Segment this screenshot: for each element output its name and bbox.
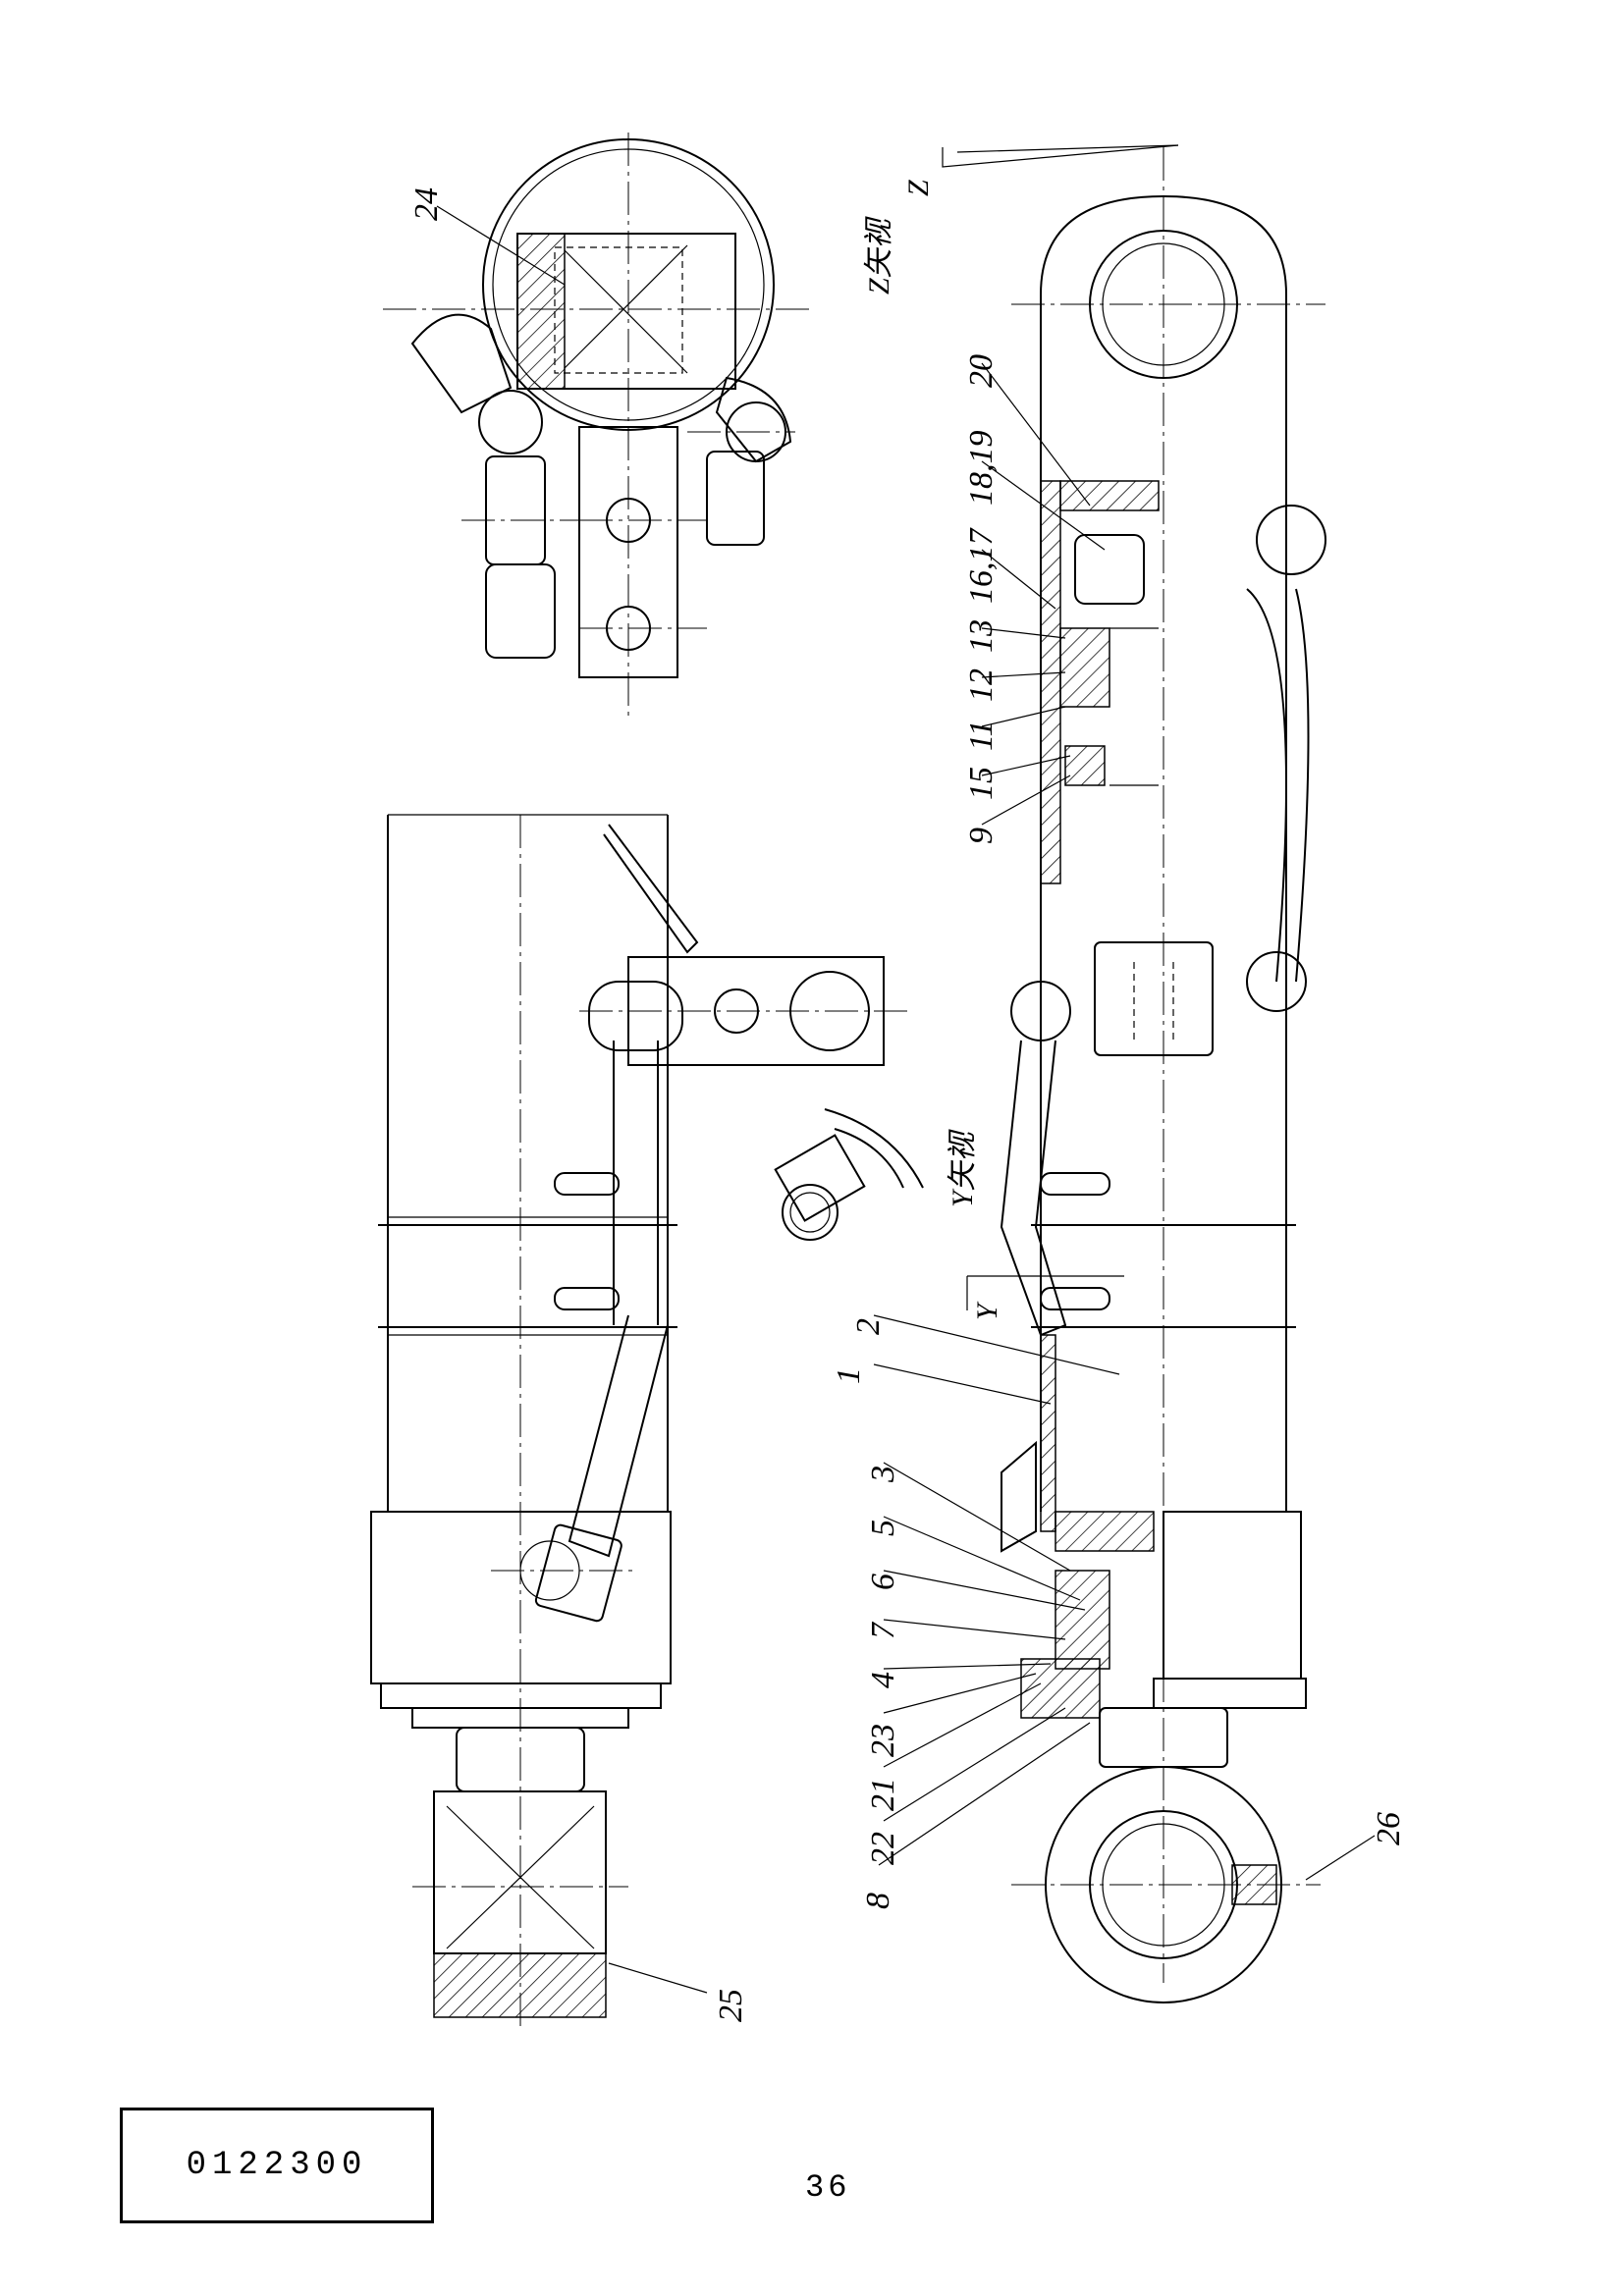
end-view-z xyxy=(383,133,815,717)
callout-24: 24 xyxy=(408,187,445,221)
callout-26: 26 xyxy=(1371,1812,1407,1845)
callout-1: 1 xyxy=(831,1367,867,1384)
y-arrow-label: Y xyxy=(971,1301,1003,1320)
callout-6: 6 xyxy=(865,1574,901,1590)
drawing-number-box: 0122300 xyxy=(120,2108,434,2223)
callout-16-17: 16,17 xyxy=(963,527,1000,605)
callout-9: 9 xyxy=(963,828,1000,844)
callout-23: 23 xyxy=(865,1724,901,1757)
page-number: 36 xyxy=(805,2169,851,2206)
callout-2: 2 xyxy=(850,1318,887,1335)
z-arrow-label: Z xyxy=(902,180,935,196)
main-section-view: Z Z矢视 Y xyxy=(863,144,1326,2003)
callout-18-19: 18,19 xyxy=(963,431,1000,507)
callout-8: 8 xyxy=(860,1893,896,1909)
callout-13: 13 xyxy=(963,619,1000,653)
callout-7: 7 xyxy=(865,1621,901,1639)
side-view-left xyxy=(370,814,913,2032)
y-view-label: Y矢视 xyxy=(947,1128,979,1207)
callout-15: 15 xyxy=(963,767,1000,800)
callout-12: 12 xyxy=(963,668,1000,702)
callout-5: 5 xyxy=(865,1520,901,1536)
callout-11: 11 xyxy=(963,721,1000,751)
z-view-label: Z矢视 xyxy=(863,215,895,294)
callout-leaders xyxy=(436,205,1376,1994)
callout-25: 25 xyxy=(713,1989,749,2022)
drawing-number: 0122300 xyxy=(186,2147,368,2184)
callout-20: 20 xyxy=(963,354,1000,388)
y-view-detail: Y矢视 xyxy=(774,1108,979,1241)
callout-22: 22 xyxy=(865,1832,901,1865)
callout-4: 4 xyxy=(865,1672,901,1688)
callout-21: 21 xyxy=(865,1778,901,1811)
callout-3: 3 xyxy=(865,1466,901,1483)
